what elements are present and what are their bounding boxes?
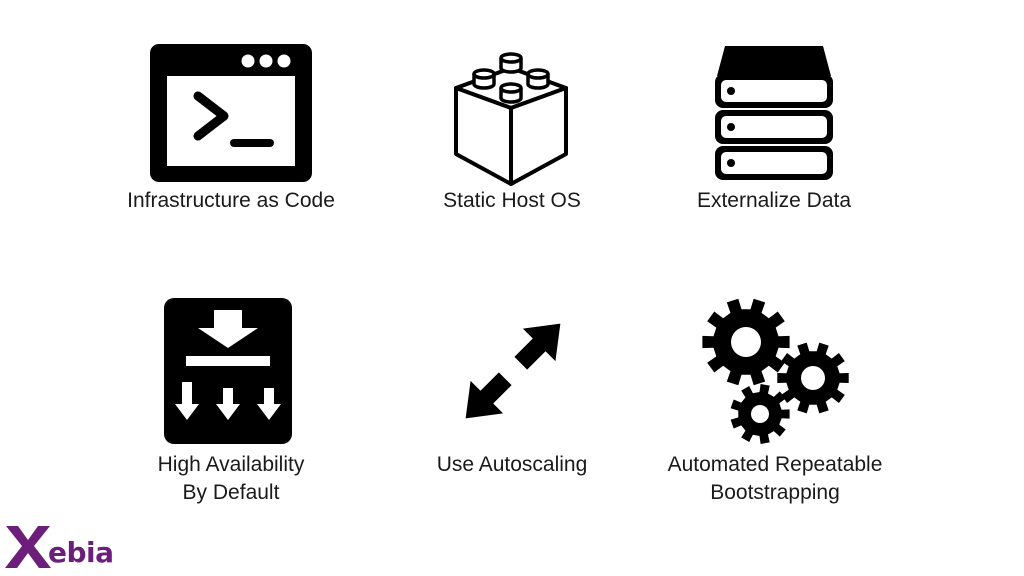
- small-gear-icon: [730, 384, 790, 444]
- database-server-stack-icon: [715, 46, 833, 180]
- infrastructure-as-code-label: Infrastructure as Code: [127, 189, 335, 212]
- svg-text:ebia: ebia: [48, 536, 114, 569]
- building-blocks-icon: [454, 52, 568, 186]
- gears-icon: [702, 298, 849, 444]
- automated-bootstrapping-label: Automated Repeatable Bootstrapping: [640, 451, 910, 507]
- terminal-window-icon: [150, 44, 312, 182]
- high-availability-label: High Availability By Default: [106, 451, 356, 507]
- high-availability-line2: By Default: [182, 481, 280, 504]
- load-distribution-icon: [164, 298, 292, 444]
- medium-gear-icon: [777, 342, 849, 414]
- high-availability-line1: High Availability: [157, 453, 305, 476]
- large-gear-icon: [702, 298, 790, 386]
- use-autoscaling-label: Use Autoscaling: [436, 453, 588, 476]
- xebia-logo: ebia: [5, 526, 114, 569]
- automated-bootstrapping-line1: Automated Repeatable: [667, 453, 883, 476]
- static-host-os-label: Static Host OS: [443, 189, 581, 212]
- externalize-data-label: Externalize Data: [696, 189, 852, 212]
- automated-bootstrapping-line2: Bootstrapping: [710, 481, 840, 504]
- diagonal-resize-arrows-icon: [465, 323, 561, 419]
